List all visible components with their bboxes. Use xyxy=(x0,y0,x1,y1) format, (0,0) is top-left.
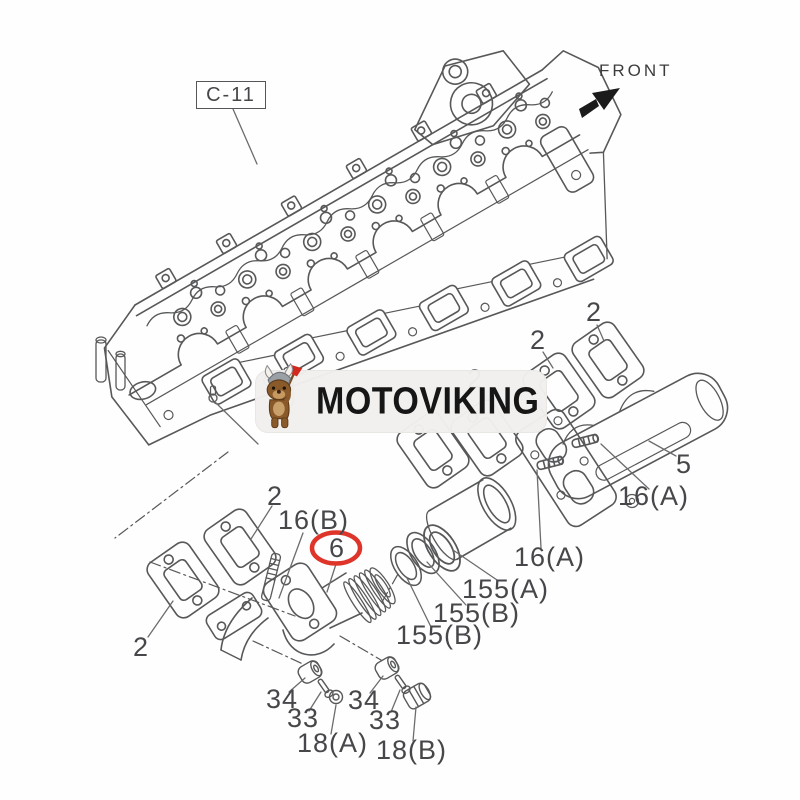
seal-ring xyxy=(383,540,429,592)
stud-16a xyxy=(535,455,565,471)
hardware-drawing xyxy=(295,653,432,710)
front-arrow-icon xyxy=(579,88,620,118)
gasket-shape xyxy=(142,537,224,623)
rear-manifold-drawing xyxy=(426,372,729,561)
manifold-gaskets xyxy=(142,317,649,623)
watermark-badge: MOTOVIKING xyxy=(255,362,547,433)
head-studs xyxy=(95,336,294,407)
viking-dog-mascot-icon xyxy=(264,362,303,428)
front-exhaust-pipe-drawing xyxy=(205,552,396,661)
bolt-33 xyxy=(391,672,413,696)
gasket-shape xyxy=(199,504,281,590)
seal-rings-drawing xyxy=(383,518,469,592)
leader-lines xyxy=(147,108,677,742)
highlight-ellipse xyxy=(309,530,363,566)
brand-wordmark: MOTOVIKING xyxy=(316,379,540,423)
gasket-shape xyxy=(567,317,649,403)
seal-ring xyxy=(399,526,447,580)
assembly-centerlines xyxy=(114,451,399,665)
seal-ring xyxy=(415,518,469,578)
plug-34 xyxy=(372,653,402,683)
plug-18b xyxy=(402,682,432,710)
nut-18a xyxy=(328,689,344,705)
